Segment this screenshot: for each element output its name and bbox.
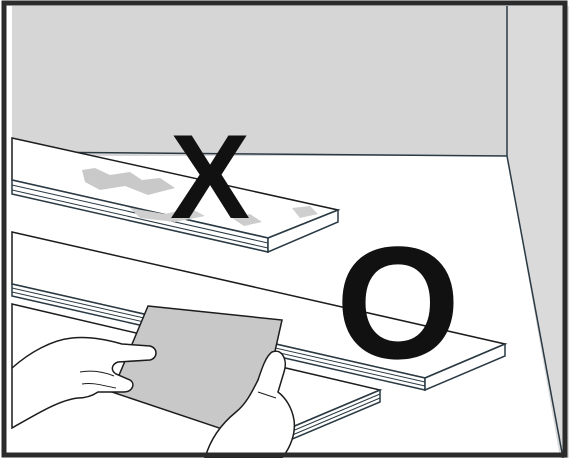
x-mark-icon: X xyxy=(170,110,250,244)
back-wall xyxy=(12,6,507,156)
o-mark-icon: O xyxy=(336,213,460,392)
